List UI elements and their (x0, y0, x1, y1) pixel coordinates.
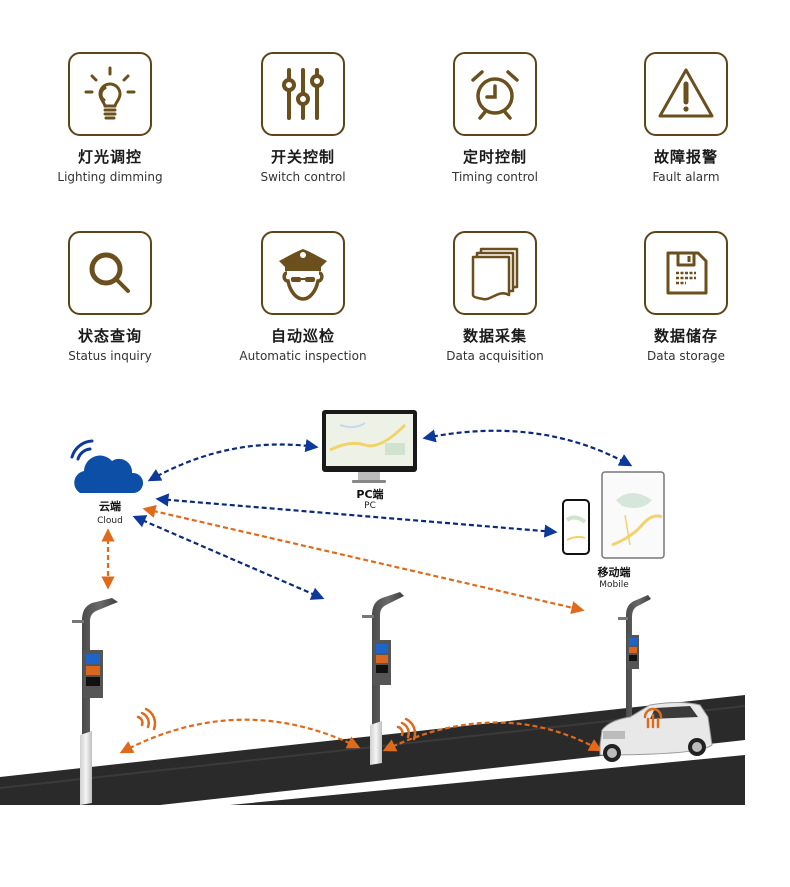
feature-title-en: Timing control (452, 170, 538, 184)
feature-switch-control: 开关控制 Switch control (223, 52, 383, 184)
link-cloud-pole2 (132, 515, 325, 600)
tablet-icon (601, 471, 665, 559)
smartphone-icon (562, 499, 590, 555)
wireless-signal-icon (643, 707, 663, 729)
smart-pole-1 (72, 598, 157, 805)
feature-title-en: Automatic inspection (239, 349, 367, 363)
cloud-icon (74, 455, 144, 493)
pc-label-cn: PC端 (356, 487, 383, 501)
smart-pole-3 (618, 595, 651, 720)
mobile-label-cn: 移动端 (598, 565, 631, 579)
feature-title-cn: 数据采集 (462, 327, 527, 345)
link-cloud-mobile (155, 493, 558, 538)
feature-title-cn: 定时控制 (462, 148, 527, 166)
floppy-disk-icon (644, 231, 728, 315)
cloud-label-en: Cloud (97, 516, 123, 526)
wireless-signal-icon (396, 717, 417, 741)
feature-title-cn: 故障报警 (653, 148, 718, 166)
feature-title-cn: 状态查询 (77, 327, 142, 345)
feature-title-en: Fault alarm (652, 170, 720, 184)
feature-title-en: Data storage (646, 349, 726, 363)
feature-data-storage: 数据储存 Data storage (606, 231, 766, 363)
feature-title-cn: 开关控制 (270, 148, 335, 166)
mobile-label-en: Mobile (599, 580, 629, 590)
feature-title-cn: 自动巡检 (270, 327, 335, 345)
sliders-icon (261, 52, 345, 136)
magnifier-icon (68, 231, 152, 315)
wifi-signal-icon (70, 439, 94, 461)
wireless-signal-icon (136, 707, 157, 731)
mobile-node: 移动端 Mobile (562, 471, 665, 590)
link-cloud-pc (147, 439, 319, 482)
feature-lighting-dimming: 灯光调控 Lighting dimming (30, 52, 190, 184)
car (599, 702, 713, 762)
link-pole1-pole2 (119, 718, 361, 754)
feature-fault-alarm: 故障报警 Fault alarm (606, 52, 766, 184)
warning-icon (644, 52, 728, 136)
lightbulb-icon (68, 52, 152, 136)
feature-title-en: Status inquiry (68, 349, 152, 363)
feature-status-inquiry: 状态查询 Status inquiry (30, 231, 190, 363)
feature-title-en: Switch control (260, 170, 346, 184)
feature-timing-control: 定时控制 Timing control (415, 52, 575, 184)
feature-title-en: Lighting dimming (57, 170, 163, 184)
smart-pole-network-diagram: 云端 Cloud PC端 PC 移动端 Mobile (0, 410, 745, 805)
link-pc-mobile (422, 429, 633, 467)
police-officer-icon (261, 231, 345, 315)
cloud-label-cn: 云端 (99, 499, 121, 513)
pc-label-en: PC (364, 501, 376, 511)
cloud-node: 云端 Cloud (70, 439, 144, 526)
feature-title-cn: 数据储存 (653, 327, 718, 345)
smart-pole-2 (362, 592, 417, 765)
feature-data-acquisition: 数据采集 Data acquisition (415, 231, 575, 363)
feature-automatic-inspection: 自动巡检 Automatic inspection (223, 231, 383, 363)
pc-node: PC端 PC (322, 410, 417, 511)
documents-stack-icon (453, 231, 537, 315)
alarm-clock-icon (453, 52, 537, 136)
link-pole2-car (382, 721, 603, 752)
feature-title-cn: 灯光调控 (77, 148, 142, 166)
feature-title-en: Data acquisition (446, 349, 544, 363)
link-cloud-pole3 (142, 504, 585, 615)
